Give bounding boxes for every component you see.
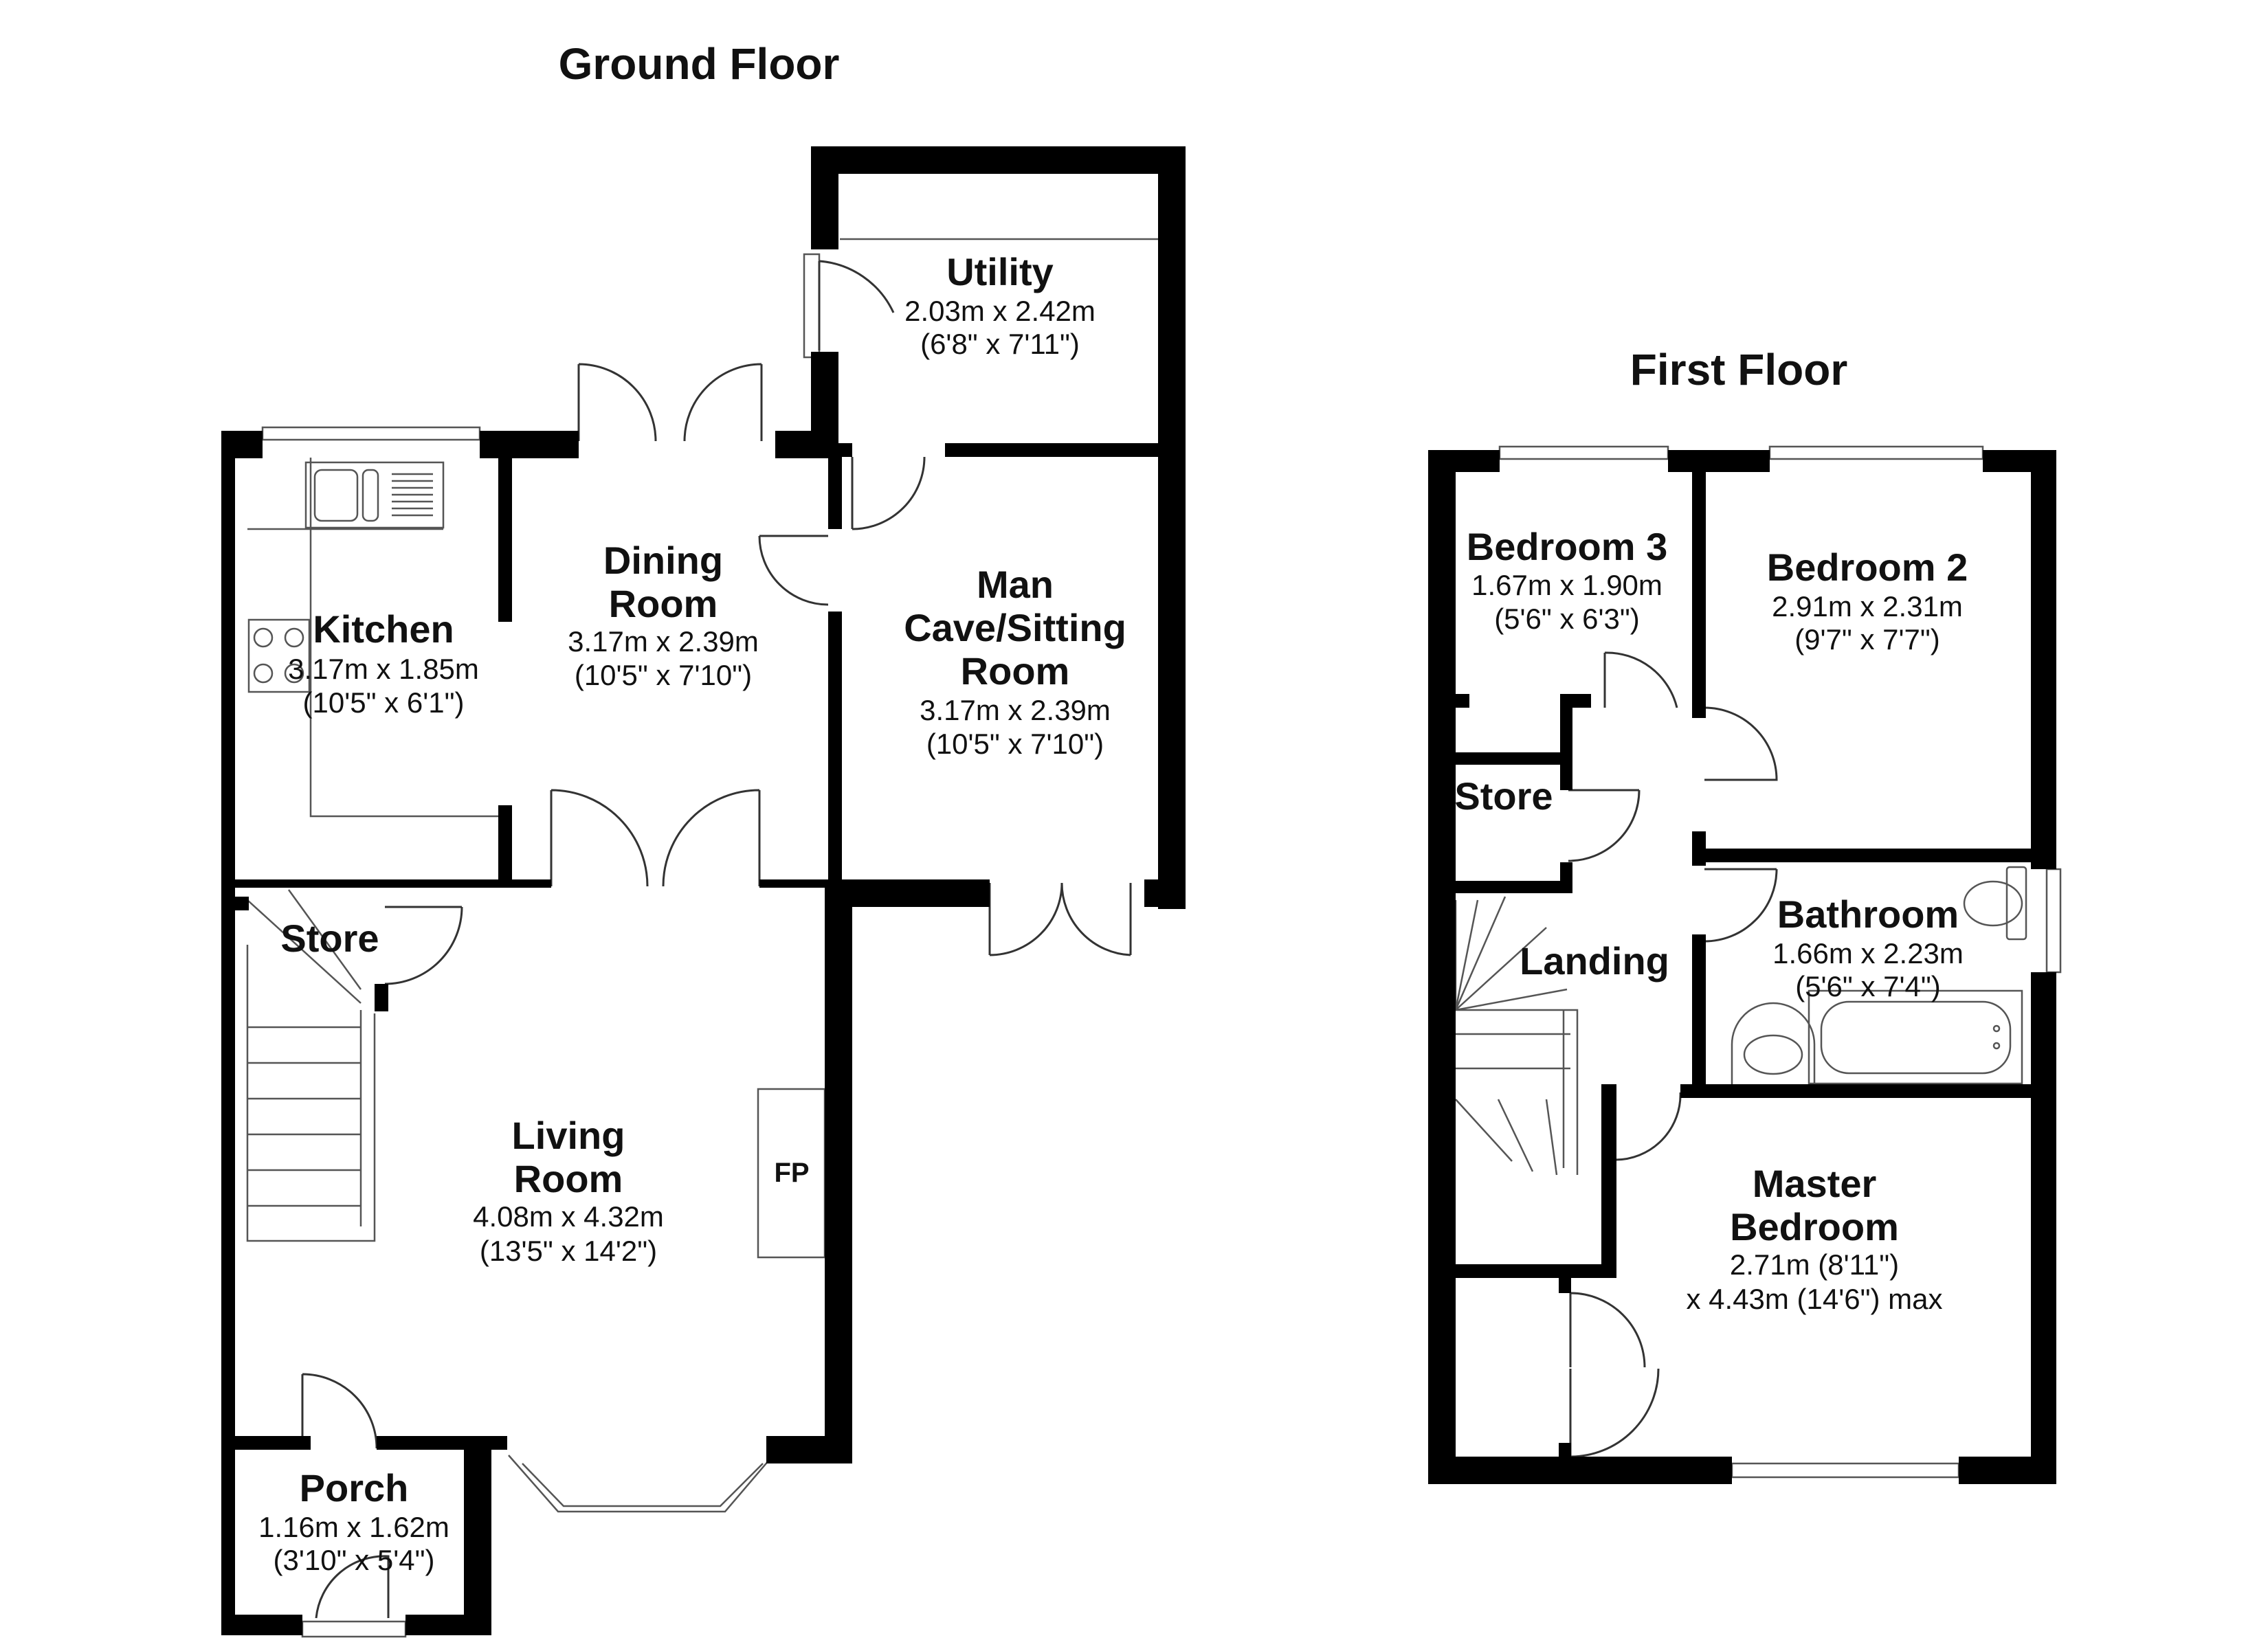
bathroom-window (2045, 868, 2062, 974)
utility-inner-door (851, 456, 926, 530)
master-bedroom-name-line1: Master (1753, 1162, 1877, 1205)
dining-french-door-left (577, 363, 657, 442)
man-cave-door (758, 535, 829, 606)
bathroom-dim-imperial: (5'6" x 7'4") (1795, 970, 1941, 1002)
man-cave-name-line1: Man (977, 563, 1054, 606)
bedroom3-window (1498, 445, 1669, 460)
master-bedroom-window (1731, 1462, 1960, 1479)
first-floor-title: First Floor (1630, 345, 1847, 394)
first-floor-walls (1428, 450, 2056, 1484)
man-cave-name-line3: Room (961, 649, 1070, 693)
bathroom-door (1704, 868, 1778, 943)
bathroom-dim-metric: 1.66m x 2.23m (1772, 937, 1964, 969)
living-room-dim-metric: 4.08m x 4.32m (473, 1200, 664, 1233)
master-bedroom-dim-line1: 2.71m (8'11") (1730, 1248, 1899, 1281)
ground-floor-fixtures (246, 238, 1158, 1513)
bedroom3-dim-metric: 1.67m x 1.90m (1471, 569, 1663, 601)
utility-name: Utility (946, 250, 1054, 293)
bedroom3-door (1603, 651, 1678, 708)
living-french-door-left (550, 789, 649, 887)
first-store-door (1568, 789, 1641, 862)
dining-room-dim-metric: 3.17m x 2.39m (568, 625, 759, 658)
bath-icon (1808, 989, 2023, 1085)
kitchen-dim-imperial: (10'5" x 6'1") (303, 686, 465, 719)
store-door (384, 906, 463, 985)
bedroom2-window (1768, 445, 1984, 460)
master-bedroom-dim-line2: x 4.43m (14'6") max (1686, 1283, 1942, 1315)
porch-name: Porch (300, 1466, 409, 1510)
man-cave-french-door-left (988, 882, 1063, 956)
bedroom3-dim-imperial: (5'6" x 6'3") (1494, 603, 1640, 635)
hob-icon (247, 618, 311, 693)
first-floor-labels: First Floor Bedroom 3 1.67m x 1.90m (5'6… (1454, 345, 1968, 1315)
bathroom-name: Bathroom (1777, 893, 1959, 936)
ground-floor-doors (301, 260, 1132, 1619)
living-french-door-right (662, 789, 761, 887)
living-room-dim-imperial: (13'5" x 14'2") (480, 1235, 657, 1267)
ground-floor-labels: Ground Floor Utility 2.03m x 2.42m (6'8"… (258, 39, 1126, 1576)
staircase (246, 889, 376, 1242)
ground-floor-title: Ground Floor (559, 39, 840, 89)
bedroom2-dim-metric: 2.91m x 2.31m (1772, 590, 1963, 622)
living-room-name-line1: Living (512, 1114, 625, 1157)
dining-french-door-right (683, 363, 763, 442)
utility-dim-imperial: (6'8" x 7'11") (920, 328, 1080, 360)
landing-name: Landing (1520, 939, 1669, 983)
utility-dim-metric: 2.03m x 2.42m (904, 295, 1096, 327)
ground-floor: Ground Floor Utility 2.03m x 2.42m (6'8"… (221, 39, 1186, 1638)
bedroom3-name: Bedroom 3 (1467, 525, 1668, 568)
master-bedroom-door (1614, 1092, 1682, 1161)
man-cave-french-door-right (1060, 882, 1132, 956)
ground-floor-walls (221, 146, 1186, 1635)
porch-dim-metric: 1.16m x 1.62m (258, 1511, 449, 1543)
sink-icon (304, 461, 445, 529)
bay-window (508, 1455, 774, 1513)
wardrobe-door-top (1569, 1292, 1646, 1368)
man-cave-dim-metric: 3.17m x 2.39m (920, 694, 1111, 726)
bedroom2-dim-imperial: (9'7" x 7'7") (1794, 623, 1940, 655)
bedroom2-door (1704, 706, 1778, 781)
porch-inner-door (301, 1373, 378, 1449)
kitchen-dim-metric: 3.17m x 1.85m (288, 653, 479, 685)
dining-room-name-line2: Room (609, 582, 718, 625)
fireplace-label: FP (774, 1158, 809, 1188)
kitchen-window (261, 426, 481, 441)
bedroom2-name: Bedroom 2 (1767, 546, 1968, 589)
master-bedroom-name-line2: Bedroom (1730, 1205, 1899, 1248)
ground-store-name: Store (280, 917, 379, 960)
man-cave-name-line2: Cave/Sitting (904, 606, 1126, 649)
porch-dim-imperial: (3'10" x 5'4") (274, 1544, 435, 1576)
toilet-icon (1963, 866, 2027, 941)
dining-room-dim-imperial: (10'5" x 7'10") (575, 659, 752, 691)
living-room-name-line2: Room (514, 1157, 623, 1200)
utility-external-door (818, 260, 895, 350)
wardrobe-door-bottom (1569, 1368, 1660, 1458)
man-cave-dim-imperial: (10'5" x 7'10") (926, 728, 1104, 760)
kitchen-worktop-outline (309, 458, 506, 818)
first-store-name: Store (1454, 774, 1553, 818)
kitchen-name: Kitchen (313, 607, 454, 651)
first-floor-staircase (1454, 896, 1579, 1176)
ground-floor-windows (261, 253, 821, 1638)
porch-window (301, 1620, 407, 1638)
first-floor-doors (1568, 651, 1778, 1458)
front-door (315, 1555, 390, 1619)
first-floor: First Floor Bedroom 3 1.67m x 1.90m (5'6… (1428, 345, 2062, 1484)
basin-icon (1731, 1002, 1816, 1086)
dining-room-name-line1: Dining (603, 539, 723, 582)
utility-side-window (803, 253, 821, 359)
